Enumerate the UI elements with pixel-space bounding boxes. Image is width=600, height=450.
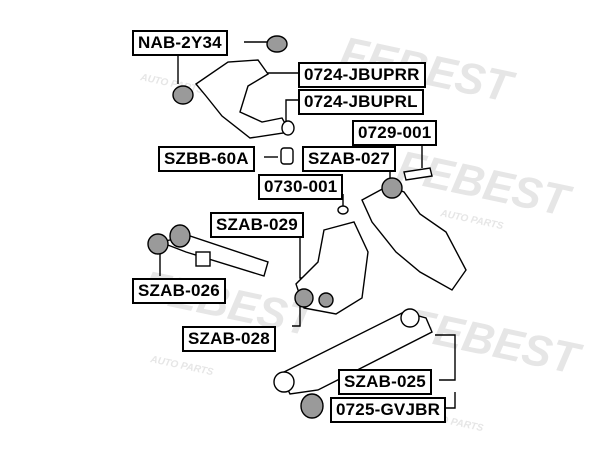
bushing-nab-2y34-upper — [266, 35, 288, 53]
label-nab-2y34: NAB-2Y34 — [132, 30, 228, 56]
lower-link-joint — [273, 371, 295, 393]
knuckle-body — [295, 221, 369, 315]
bushing-szab-026-a — [147, 233, 169, 255]
lower-link-eye — [400, 308, 420, 328]
lower-link — [273, 308, 433, 419]
label-0725-gvjbr: 0725-GVJBR — [330, 397, 447, 423]
bushing-szab-027 — [381, 177, 403, 199]
bushing-szab-028 — [294, 288, 314, 308]
washer-0730-001 — [337, 205, 349, 215]
label-szbb-60a: SZBB-60A — [158, 146, 255, 172]
upper-control-arm-assembly — [172, 35, 295, 139]
leader-szab028 — [292, 304, 301, 327]
trailing-link — [147, 224, 269, 277]
label-0724-jbuprl: 0724-JBUPRL — [298, 89, 424, 115]
watermark-tagline-2: AUTO PARTS — [438, 208, 504, 232]
boot-szbb-60a — [280, 147, 294, 165]
label-0730-001: 0730-001 — [258, 174, 344, 200]
hardware — [280, 147, 433, 215]
bushing-szab-029 — [318, 292, 334, 308]
label-0729-001: 0729-001 — [352, 120, 438, 146]
label-szab-025: SZAB-025 — [338, 369, 432, 395]
label-szab-028: SZAB-028 — [182, 326, 276, 352]
bolt-0729-001 — [403, 167, 433, 181]
lower-control-arm-right — [361, 177, 467, 291]
upper-control-arm — [194, 59, 292, 139]
label-szab-026: SZAB-026 — [132, 278, 226, 304]
label-szab-029: SZAB-029 — [210, 212, 304, 238]
label-szab-027: SZAB-027 — [302, 146, 396, 172]
watermark-tagline-1: AUTO PARTS — [138, 72, 204, 96]
leader-bracket — [435, 334, 456, 381]
leader-bracket-low — [446, 392, 456, 409]
label-0724-jbuprr: 0724-JBUPRR — [298, 62, 426, 88]
leader-jbuprl — [285, 99, 298, 122]
link-bracket — [195, 251, 211, 267]
bushing-0725-gvjbr — [300, 393, 324, 419]
bushing-nab-2y34-lower — [172, 85, 194, 105]
bushing-szab-026-b — [169, 224, 191, 248]
ball-joint — [281, 120, 295, 136]
watermark-tagline-3: AUTO PARTS — [148, 354, 214, 378]
knuckle — [294, 221, 369, 315]
